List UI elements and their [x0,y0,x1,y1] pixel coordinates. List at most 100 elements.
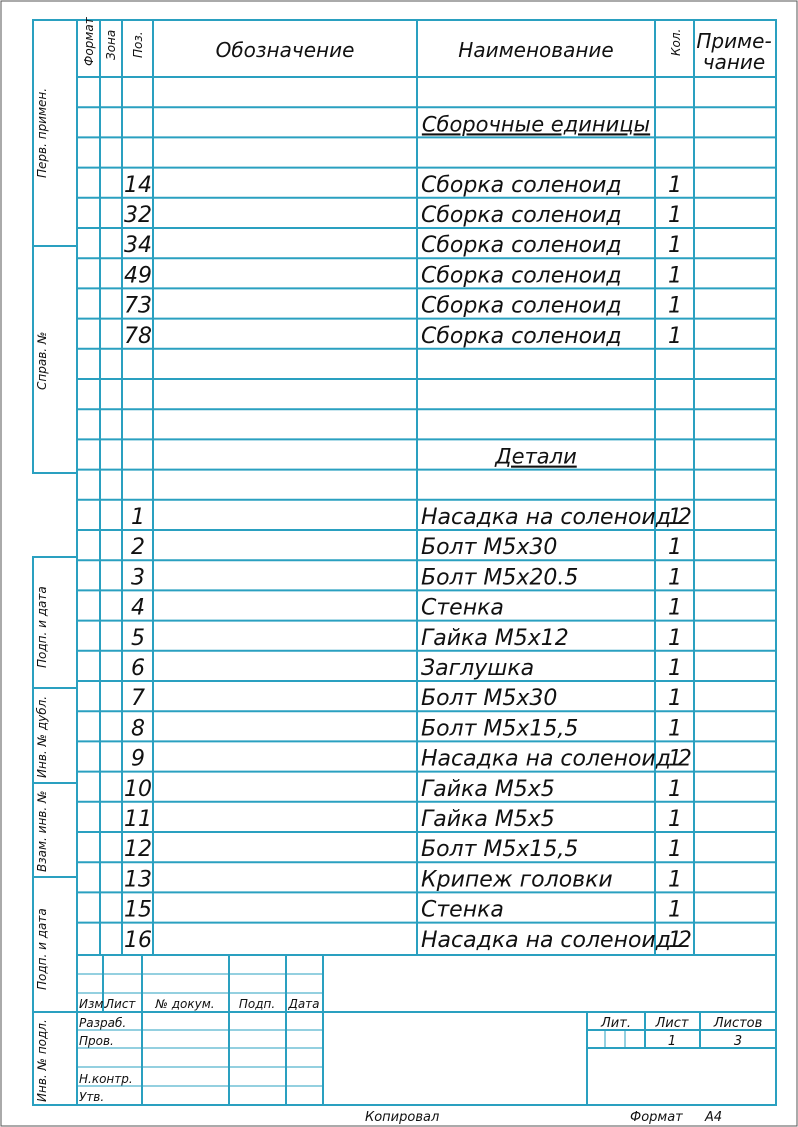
header-qty: Кол. [669,29,683,56]
row-name: Сборка соленоид [421,233,622,258]
row-pos: 7 [131,686,145,711]
row-pos: 32 [124,203,152,228]
side-podp-data-2: Подп. и дата [35,908,49,990]
row-name: Сборка соленоид [421,263,622,288]
row-qty: 1 [668,837,682,862]
tb-sheet: Лист [655,1016,689,1031]
title-block: Изм. Лист № докум. Подп. Дата Разраб. Пр… [79,997,762,1104]
table-row: 34 Сборка соленоид 1 [124,233,682,258]
section-title: Детали [494,445,577,469]
row-name: Насадка на соленоид 2 [421,928,692,953]
row-qty: 1 [668,807,682,832]
row-qty: 1 [668,233,682,258]
row-pos: 49 [124,263,152,288]
tb-sheets-value: 3 [734,1034,742,1049]
table-row: 9 Насадка на соленоид 21 [131,747,692,772]
section-row: Сборочные единицы [422,112,650,136]
header-designation: Обозначение [216,38,355,62]
table-row: 7 Болт М5х30 1 [131,686,682,711]
row-qty: 1 [668,777,682,802]
row-pos: 15 [124,898,152,923]
row-name: Гайка М5х5 [421,807,555,832]
row-name: Крипеж головки [421,867,613,892]
row-pos: 8 [131,716,145,741]
tb-doc-no: № докум. [154,997,214,1011]
title-block-thin-lines [77,973,626,1087]
row-pos: 11 [124,807,152,832]
section-title: Сборочные единицы [422,112,650,136]
row-pos: 12 [124,837,152,862]
side-vzam-inv: Взам. инв. № [35,791,49,872]
side-perv-primen: Перв. примен. [35,88,49,178]
row-qty: 1 [668,596,682,621]
row-name: Болт М5х30 [421,686,557,711]
table-header: Формат Зона Поз. Обозначение Наименовани… [82,16,772,74]
row-qty: 1 [668,626,682,651]
row-qty: 1 [668,686,682,711]
row-qty: 1 [668,656,682,681]
side-podp-data-1: Подп. и дата [35,586,49,668]
row-name: Болт М5х30 [421,535,557,560]
tb-list: Лист [104,997,136,1011]
row-name: Сборка соленоид [421,324,622,349]
row-qty: 1 [668,263,682,288]
tb-data: Дата [287,997,319,1011]
table-row: 6 Заглушка 1 [131,656,682,681]
table-row: 4 Стенка 1 [131,596,682,621]
side-strip: Перв. примен. Справ. № Подп. и дата Инв.… [35,88,49,1102]
row-pos: 9 [131,747,145,772]
row-qty: 1 [668,716,682,741]
header-pos: Поз. [131,31,145,58]
section-row: Детали [494,445,577,469]
row-name: Насадка на соленоид 2 [421,747,692,772]
row-pos: 10 [124,777,152,802]
tb-n-kontr: Н.контр. [79,1072,133,1086]
row-pos: 6 [131,656,145,681]
row-qty: 1 [668,565,682,590]
row-pos: 5 [131,626,145,651]
row-name: Насадка на соленоид 2 [421,505,692,530]
footer-format-label: Формат [630,1110,683,1125]
row-qty: 1 [668,173,682,198]
row-lines [77,106,776,924]
tb-sheets: Листов [713,1016,763,1031]
row-name: Заглушка [421,656,534,681]
row-pos: 34 [124,233,152,258]
side-sprav-no: Справ. № [35,332,49,390]
table-row: 11 Гайка М5х5 1 [124,807,682,832]
header-name: Наименование [458,38,613,62]
row-pos: 16 [124,928,152,953]
row-qty: 1 [668,505,682,530]
row-pos: 78 [124,324,152,349]
footer-copied: Копировал [365,1110,439,1125]
tb-sheet-value: 1 [668,1034,676,1049]
side-inv-podl: Инв. № подл. [35,1019,49,1102]
tb-podp: Подп. [239,997,275,1011]
row-pos: 4 [131,596,145,621]
row-qty: 1 [668,294,682,319]
row-name: Гайка М5х12 [421,626,569,651]
header-note-line1: Приме- [696,29,771,53]
row-name: Стенка [421,596,504,621]
tb-razrab: Разраб. [79,1016,126,1030]
row-qty: 1 [668,535,682,560]
row-qty: 1 [668,867,682,892]
row-pos: 1 [131,505,145,530]
row-pos: 14 [124,173,152,198]
row-qty: 1 [668,747,682,772]
row-qty: 1 [668,203,682,228]
sheet-footer: Копировал Формат А4 [365,1110,722,1125]
table-row: 49 Сборка соленоид 1 [124,263,682,288]
row-qty: 1 [668,898,682,923]
row-pos: 73 [124,294,152,319]
